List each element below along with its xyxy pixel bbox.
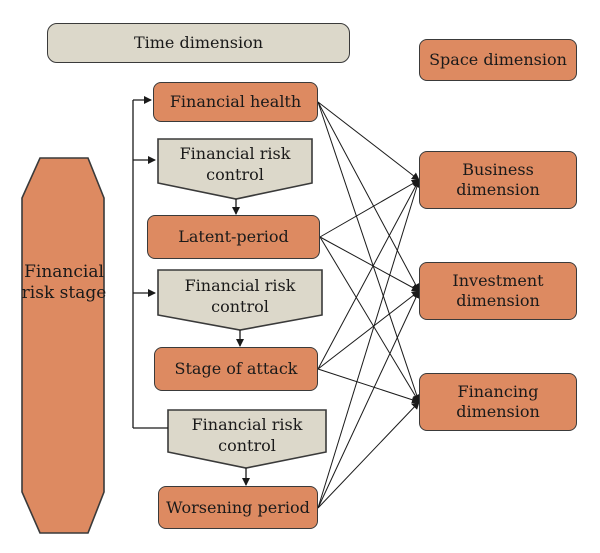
feedback-bracket [132, 96, 168, 429]
stage-of-attack: Stage of attack [154, 347, 318, 391]
stage-financial-health: Financial health [153, 82, 318, 122]
stage-label: Financial health [169, 92, 302, 111]
stage-label: Stage of attack [174, 359, 298, 378]
business-dimension-box: Business dimension [419, 151, 577, 209]
risk-stage-octagon [21, 157, 105, 534]
stage-latent-period: Latent-period [147, 215, 320, 259]
dimension-label: Financing dimension [456, 382, 540, 421]
financing-dimension-box: Financing dimension [419, 373, 577, 431]
control-shape-2 [157, 269, 323, 331]
control-label-1: Financial risk control [179, 144, 291, 184]
control-shape-3 [167, 409, 327, 469]
control-label-3: Financial risk control [191, 415, 303, 455]
dimension-label: Business dimension [456, 160, 540, 199]
time-dimension-box: Time dimension [47, 23, 350, 63]
investment-dimension-box: Investment dimension [419, 262, 577, 320]
space-dimension-label: Space dimension [429, 50, 567, 69]
control-shape-1 [157, 138, 313, 200]
risk-stage-label: Financial risk stage [21, 262, 107, 304]
dimension-label: Investment dimension [452, 271, 544, 310]
stage-label: Latent-period [178, 227, 289, 246]
flow-arrows [232, 199, 250, 486]
stage-label: Worsening period [166, 497, 310, 517]
stage-worsening-period: Worsening period [158, 486, 318, 529]
time-dimension-label: Time dimension [133, 33, 264, 52]
control-label-2: Financial risk control [184, 276, 296, 316]
cross-connections [317, 101, 421, 509]
space-dimension-box: Space dimension [419, 39, 577, 81]
